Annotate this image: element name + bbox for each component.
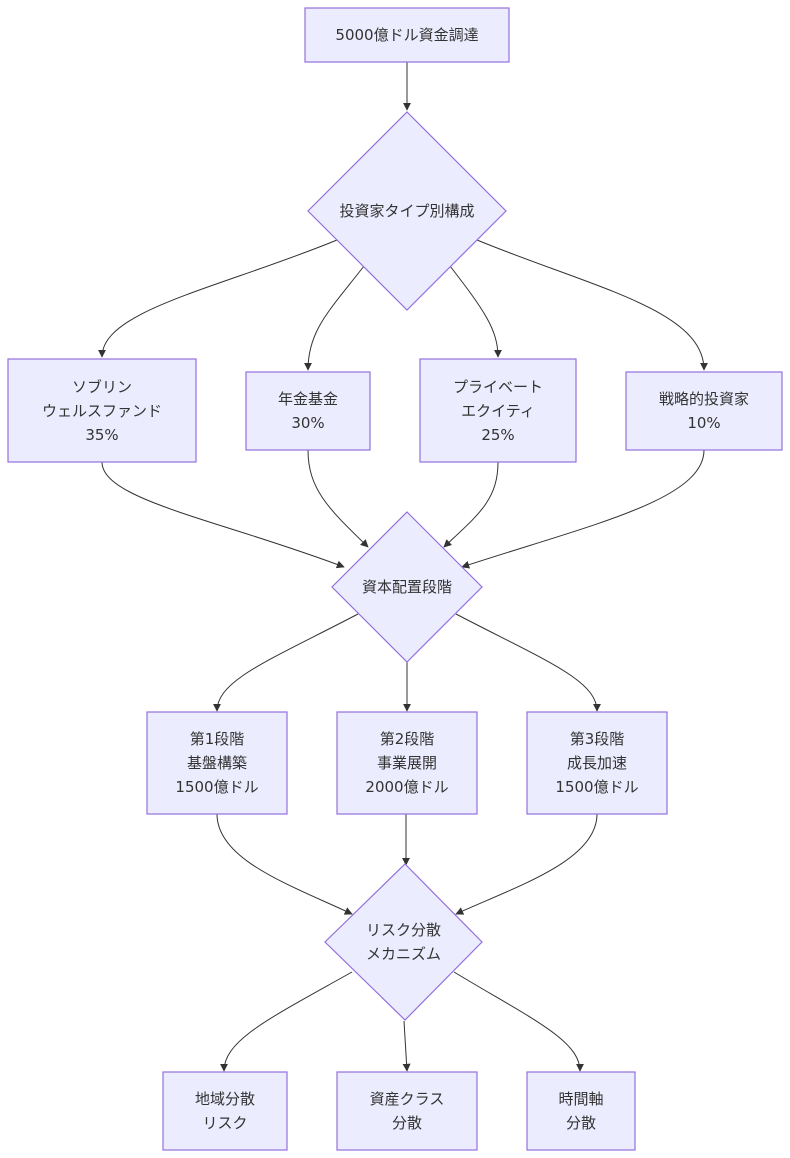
node-risk-line-1: リスク分散 xyxy=(365,921,441,939)
edge-investor-types-to-strategic xyxy=(476,239,708,371)
node-time-axis: 時間軸 分散 xyxy=(527,1072,635,1150)
node-private-equity-line-3: 25% xyxy=(481,425,515,444)
node-asset-class-line-2: 分散 xyxy=(391,1114,422,1132)
node-time-axis-line-1: 時間軸 xyxy=(558,1090,604,1108)
node-phase2-line-2: 事業展開 xyxy=(376,754,437,772)
edge-risk-to-regional xyxy=(220,971,353,1072)
node-risk-diamond xyxy=(324,863,483,1021)
node-regional: 地域分散 リスク xyxy=(163,1072,287,1150)
node-pension: 年金基金 30% xyxy=(246,372,370,450)
node-investor-types: 投資家タイプ別構成 xyxy=(308,112,506,310)
node-phase3-box xyxy=(526,711,668,815)
node-phase2-line-1: 第2段階 xyxy=(379,730,435,748)
node-sovereign-line-2: ウェルスファンド xyxy=(41,401,162,420)
edge-risk-to-time-axis xyxy=(453,971,584,1072)
node-sovereign-line-1: ソブリン xyxy=(71,377,132,396)
node-time-axis-box xyxy=(526,1071,636,1151)
edge-phase1-to-risk xyxy=(216,813,353,915)
node-phase1-line-3: 1500億ドル xyxy=(175,778,259,796)
node-regional-line-1: 地域分散 xyxy=(194,1090,255,1108)
edge-phase3-to-risk xyxy=(455,813,598,915)
node-private-equity-box xyxy=(419,358,577,463)
node-phase1-box xyxy=(146,711,288,815)
node-allocation-line-1: 資本配置段階 xyxy=(361,578,452,596)
node-allocation-diamond xyxy=(331,511,483,663)
edge-allocation-to-phase3 xyxy=(455,613,601,712)
node-phase2-line-3: 2000億ドル xyxy=(365,778,449,796)
node-risk: リスク分散 メカニズム xyxy=(325,864,482,1020)
node-pension-line-1: 年金基金 xyxy=(277,390,338,408)
edge-strategic-to-allocation xyxy=(461,449,705,569)
node-pension-line-2: 30% xyxy=(291,414,325,432)
node-phase1: 第1段階 基盤構築 1500億ドル xyxy=(147,712,287,814)
edge-sovereign-to-allocation xyxy=(101,461,345,569)
node-strategic-line-2: 10% xyxy=(687,414,721,432)
edge-risk-to-asset-class xyxy=(402,1020,411,1072)
node-phase2-box xyxy=(336,711,478,815)
node-sovereign: ソブリン ウェルスファンド 35% xyxy=(8,359,196,462)
node-asset-class-box xyxy=(336,1071,478,1151)
node-allocation: 資本配置段階 xyxy=(332,512,482,662)
node-phase3: 第3段階 成長加速 1500億ドル xyxy=(527,712,667,814)
edge-allocation-to-phase1 xyxy=(213,613,359,712)
node-private-equity-line-2: エクイティ xyxy=(461,401,535,420)
node-investor-types-diamond xyxy=(307,111,507,311)
node-strategic-line-1: 戦略的投資家 xyxy=(658,390,749,408)
node-phase1-line-1: 第1段階 xyxy=(189,730,245,748)
node-phase3-line-3: 1500億ドル xyxy=(555,778,639,796)
node-funding-line-1: 5000億ドル資金調達 xyxy=(335,26,479,44)
node-investor-types-line-1: 投資家タイプ別構成 xyxy=(339,202,475,220)
edge-investor-types-to-private-equity xyxy=(449,265,502,358)
node-strategic: 戦略的投資家 10% xyxy=(626,372,782,450)
edge-pension-to-allocation xyxy=(307,449,369,548)
node-private-equity-line-1: プライベート xyxy=(452,377,543,396)
node-regional-line-2: リスク xyxy=(202,1114,248,1132)
node-phase2: 第2段階 事業展開 2000億ドル xyxy=(337,712,477,814)
node-strategic-box xyxy=(625,371,783,451)
node-sovereign-line-3: 35% xyxy=(85,425,119,444)
node-risk-line-2: メカニズム xyxy=(365,945,441,963)
node-time-axis-line-2: 分散 xyxy=(565,1114,596,1132)
node-private-equity: プライベート エクイティ 25% xyxy=(420,359,576,462)
edge-private-equity-to-allocation xyxy=(443,461,499,548)
edge-investor-types-to-sovereign xyxy=(98,239,338,358)
node-sovereign-box xyxy=(7,358,197,463)
node-funding-box xyxy=(304,7,510,63)
node-phase1-line-2: 基盤構築 xyxy=(186,754,247,772)
node-regional-box xyxy=(162,1071,288,1151)
node-asset-class-line-1: 資産クラス xyxy=(369,1090,445,1108)
node-asset-class: 資産クラス 分散 xyxy=(337,1072,477,1150)
edge-investor-types-to-pension xyxy=(304,265,365,371)
node-funding: 5000億ドル資金調達 xyxy=(305,8,509,62)
node-phase3-line-2: 成長加速 xyxy=(566,754,627,772)
node-phase3-line-1: 第3段階 xyxy=(569,730,625,748)
node-pension-box xyxy=(245,371,371,451)
